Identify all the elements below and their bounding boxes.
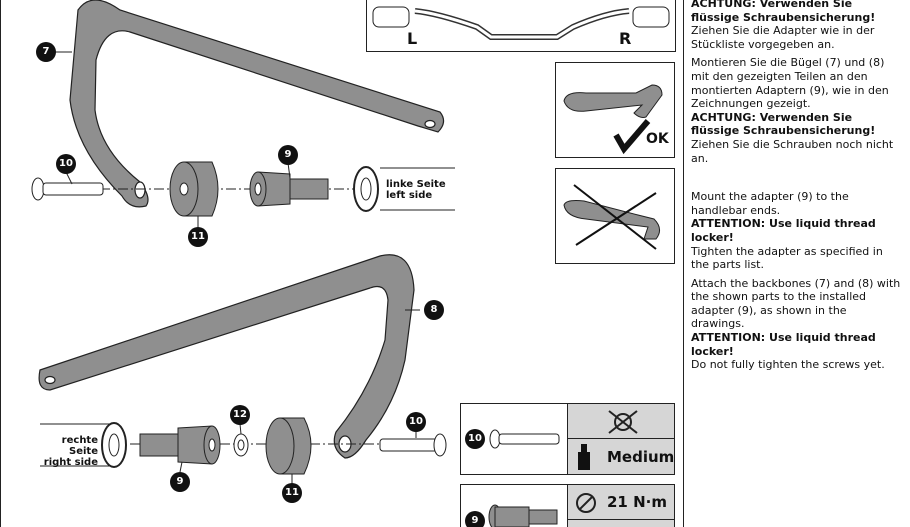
adapter-9-bottom-thread [139,433,181,457]
table-part-9-badge: 9 [465,511,485,527]
screw-10-top-shaft [42,182,104,196]
backbone-8 [38,254,415,459]
de-paragraph-2: Montieren Sie die Bügel (7) und (8) mit … [691,56,901,165]
wrong-orientation-box [555,168,675,264]
backbone-8-hole [44,375,56,385]
wrong-backbone-icon [563,184,660,250]
en-step-1-end: Tighten the adapter as specified in the … [691,244,883,272]
handlebar-icon [372,6,670,40]
en-warning-2: ATTENTION: Use liquid thread locker! [691,331,876,358]
en-step-2: Attach the backbones (7) and (8) with th… [691,276,901,331]
part-badge-12: 12 [230,405,250,425]
instruction-text-column: ACHTUNG: Verwenden Sie flüssige Schraube… [691,0,901,377]
left-side-de: linke Seite [386,179,446,190]
part-badge-7: 7 [36,42,56,62]
en-warning-1: ATTENTION: Use liquid thread locker! [691,217,876,244]
thread-locker-medium: Medium [607,448,675,466]
parts-table-row-2: 9 21 N·m [460,484,675,527]
torque-cell [567,485,674,527]
part-badge-11-bottom: 11 [282,483,302,503]
table-adapter-icon [488,504,558,527]
en-paragraph-1: Mount the adapter (9) to the handlebar e… [691,190,901,272]
thread-locker-icon [578,444,590,470]
right-side-de: rechte Seite [61,435,98,457]
de-step-2: Montieren Sie die Bügel (7) und (8) mit … [691,56,889,111]
de-paragraph-1: ACHTUNG: Verwenden Sie flüssige Schraube… [691,0,901,51]
right-side-label: rechte Seite right side [36,435,98,468]
part-badge-8: 8 [424,300,444,320]
assembly-drawing [31,0,455,484]
correct-backbone-icon [563,84,663,155]
de-warning-2: ACHTUNG: Verwenden Sie flüssige Schraube… [691,110,876,138]
left-border [0,0,1,527]
screw-10-bottom-head [433,433,447,457]
left-label: L [407,29,418,48]
screw-10-bottom-shaft [379,438,439,452]
en-paragraph-2: Attach the backbones (7) and (8) with th… [691,277,901,372]
de-warning-1: ACHTUNG: Verwenden Sie flüssige Schraube… [691,0,876,24]
en-step-1: Mount the adapter (9) to the handlebar e… [691,190,849,217]
de-step-2-end: Ziehen Sie die Schrauben noch nicht an. [691,137,894,165]
right-label: R [619,29,632,48]
correct-orientation-box: OK [555,62,675,158]
table-screw-icon [489,429,560,449]
left-side-label: linke Seite left side [386,179,446,201]
handlebar-orientation-box: L R [366,0,676,52]
torque-wrench-icon [576,493,596,513]
part-badge-11-top: 11 [188,227,208,247]
column-divider [683,0,684,527]
part-badge-10-bottom: 10 [406,412,426,432]
parts-table-row-1: 10 Medium [460,403,675,475]
de-intro: Ziehen Sie die Adapter wie in der Stückl… [691,24,875,51]
no-grease-icon [608,410,638,434]
adapter-9-top-thread [289,178,329,200]
left-side-en: left side [386,190,433,201]
ok-label: OK [646,131,669,147]
en-step-2-end: Do not fully tighten the screws yet. [691,358,885,372]
table-part-10-badge: 10 [465,429,485,449]
backbone-7 [69,0,445,208]
part-badge-9-bottom: 9 [170,472,190,492]
backbone-7-hole [424,119,436,129]
torque-value: 21 N·m [607,493,667,511]
right-side-en: right side [43,457,98,468]
screw-10-top-head [31,177,45,201]
part-badge-10-top: 10 [56,154,76,174]
backbone-7-bore [134,181,146,199]
part-badge-9-top: 9 [278,145,298,165]
